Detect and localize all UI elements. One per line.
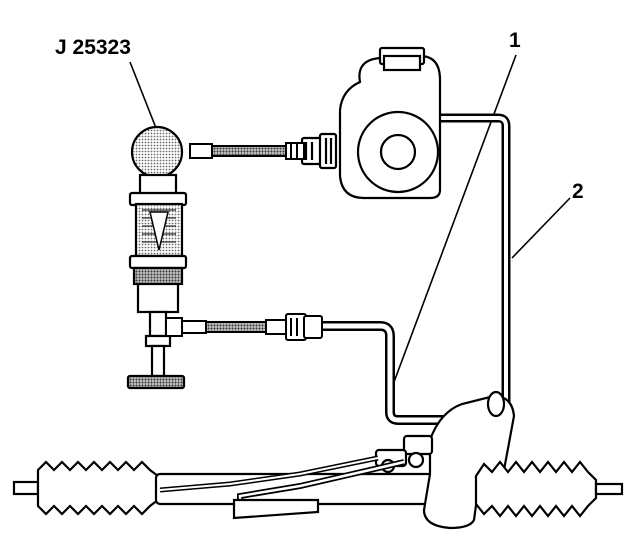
pressure-hose-2 (440, 113, 511, 405)
gauge-dial (130, 125, 184, 179)
lower-gauge-hose (165, 313, 323, 341)
left-rack-boot (36, 460, 160, 516)
tool-label: J 25323 (55, 36, 131, 59)
shutoff-valve-handle (126, 374, 186, 390)
pressure-gauge-tool (126, 125, 188, 390)
right-rack-boot (474, 460, 598, 518)
power-steering-pump (300, 46, 442, 200)
leader-lines (129, 54, 571, 383)
callout-2-label: 2 (572, 180, 584, 203)
callout-1-label: 1 (509, 29, 521, 52)
callout-2-leader-line (511, 197, 571, 259)
tool-leader-line (129, 61, 157, 129)
steering-gear-rack (12, 390, 624, 530)
callout-1-leader-line (393, 54, 517, 383)
upper-gauge-hose (189, 142, 305, 160)
